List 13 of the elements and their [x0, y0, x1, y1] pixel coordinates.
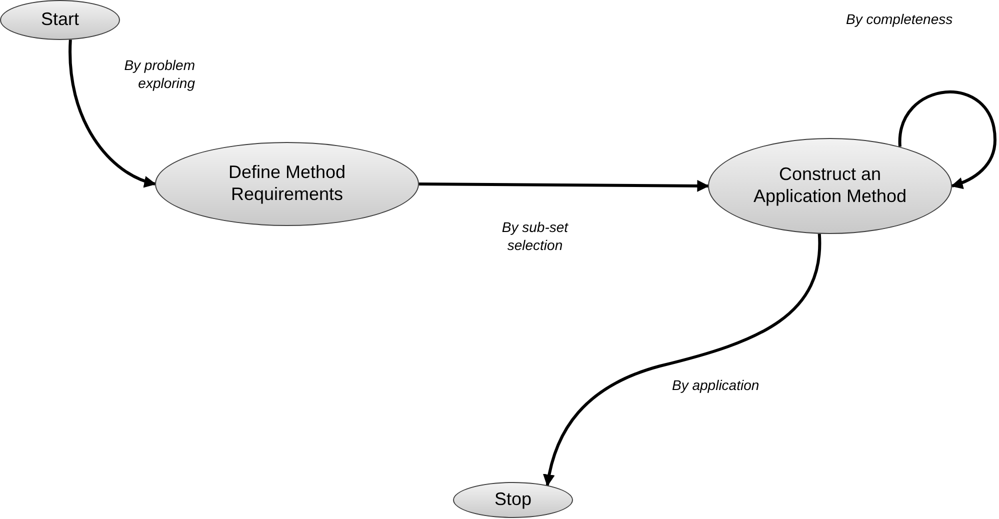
edge-label: By sub-set selection	[500, 218, 570, 254]
state-ellipse	[0, 0, 120, 40]
state-label: Construct an Application Method	[752, 164, 908, 208]
edge-label: By completeness	[846, 10, 954, 28]
edge-label: By problem exploring	[123, 56, 195, 92]
arrow	[898, 90, 996, 189]
arrow	[68, 40, 156, 187]
state-label: Stop	[493, 489, 533, 511]
edge-label: By application	[672, 376, 760, 394]
state-label: Define Method Requirements	[227, 162, 347, 206]
state-label: Start	[40, 9, 80, 31]
arrow	[543, 234, 821, 486]
arrow	[419, 180, 710, 192]
